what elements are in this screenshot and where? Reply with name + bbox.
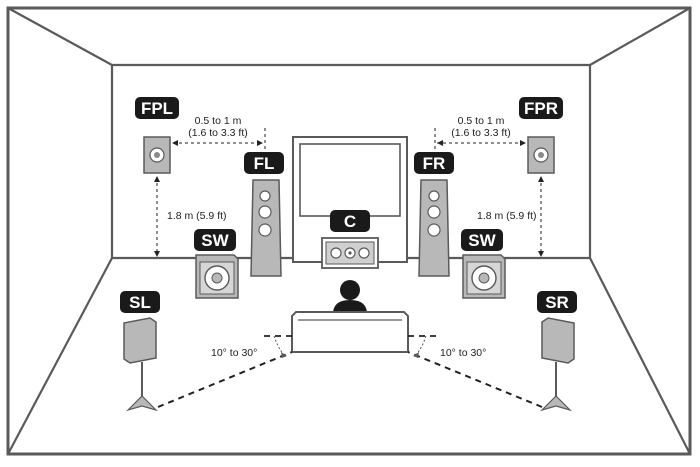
label-fpl-text: FPL [141, 99, 173, 118]
room [6, 6, 692, 456]
label-sl-text: SL [129, 293, 151, 312]
label-fr-text: FR [423, 154, 446, 173]
right-height-text: 1.8 m (5.9 ft) [477, 210, 537, 222]
left-spacing-text-1: 0.5 to 1 m [195, 115, 242, 127]
stand-speaker-icon [123, 317, 159, 412]
bookshelf-speaker-icon [527, 136, 555, 174]
floor-speaker-icon [418, 179, 450, 277]
ceiling-edge-left [7, 7, 113, 66]
tv-icon [292, 136, 408, 263]
room-outer-frame [6, 6, 692, 456]
subwoofer-icon [195, 254, 239, 299]
left-spacing-text-2: (1.6 to 3.3 ft) [188, 127, 248, 139]
label-sw-left-text: SW [201, 231, 229, 250]
angle-arcs [273, 335, 427, 356]
label-sl: SL [120, 291, 160, 313]
label-sw-left: SW [194, 229, 236, 251]
label-sw-right-text: SW [468, 231, 496, 250]
label-c-text: C [344, 212, 356, 231]
height-dimension-lines [156, 177, 542, 256]
tv-screen [299, 143, 401, 217]
label-fpl: FPL [135, 97, 179, 119]
label-fl: FL [244, 152, 284, 174]
left-height-text: 1.8 m (5.9 ft) [167, 210, 227, 222]
label-c: C [330, 210, 370, 232]
floor-edge-left [7, 257, 113, 455]
floor-speaker-icon [250, 179, 282, 277]
left-angle-text: 10° to 30° [211, 347, 257, 359]
stand-speaker-icon [539, 317, 575, 412]
label-sw-right: SW [461, 229, 503, 251]
label-fpr-text: FPR [524, 99, 558, 118]
center-speaker-icon [321, 237, 379, 269]
height-arrowheads [154, 176, 544, 257]
ceiling-edge-right [589, 7, 691, 66]
label-fpr: FPR [519, 97, 563, 119]
subwoofer-icon [462, 254, 506, 299]
listening-angle-lines [157, 335, 543, 408]
spacing-dimension-lines [173, 128, 525, 162]
floor-edge-right [589, 257, 691, 455]
spacing-arrowheads [172, 140, 526, 146]
right-spacing-text-2: (1.6 to 3.3 ft) [451, 127, 511, 139]
right-spacing-text-1: 0.5 to 1 m [458, 115, 505, 127]
angle-arrowheads [281, 352, 419, 358]
sofa-icon [291, 311, 409, 353]
label-sr: SR [537, 291, 577, 313]
bookshelf-speaker-icon [143, 136, 171, 174]
right-angle-text: 10° to 30° [440, 347, 486, 359]
listener-icon [333, 280, 367, 314]
label-fr: FR [414, 152, 454, 174]
label-sr-text: SR [545, 293, 569, 312]
label-fl-text: FL [254, 154, 275, 173]
